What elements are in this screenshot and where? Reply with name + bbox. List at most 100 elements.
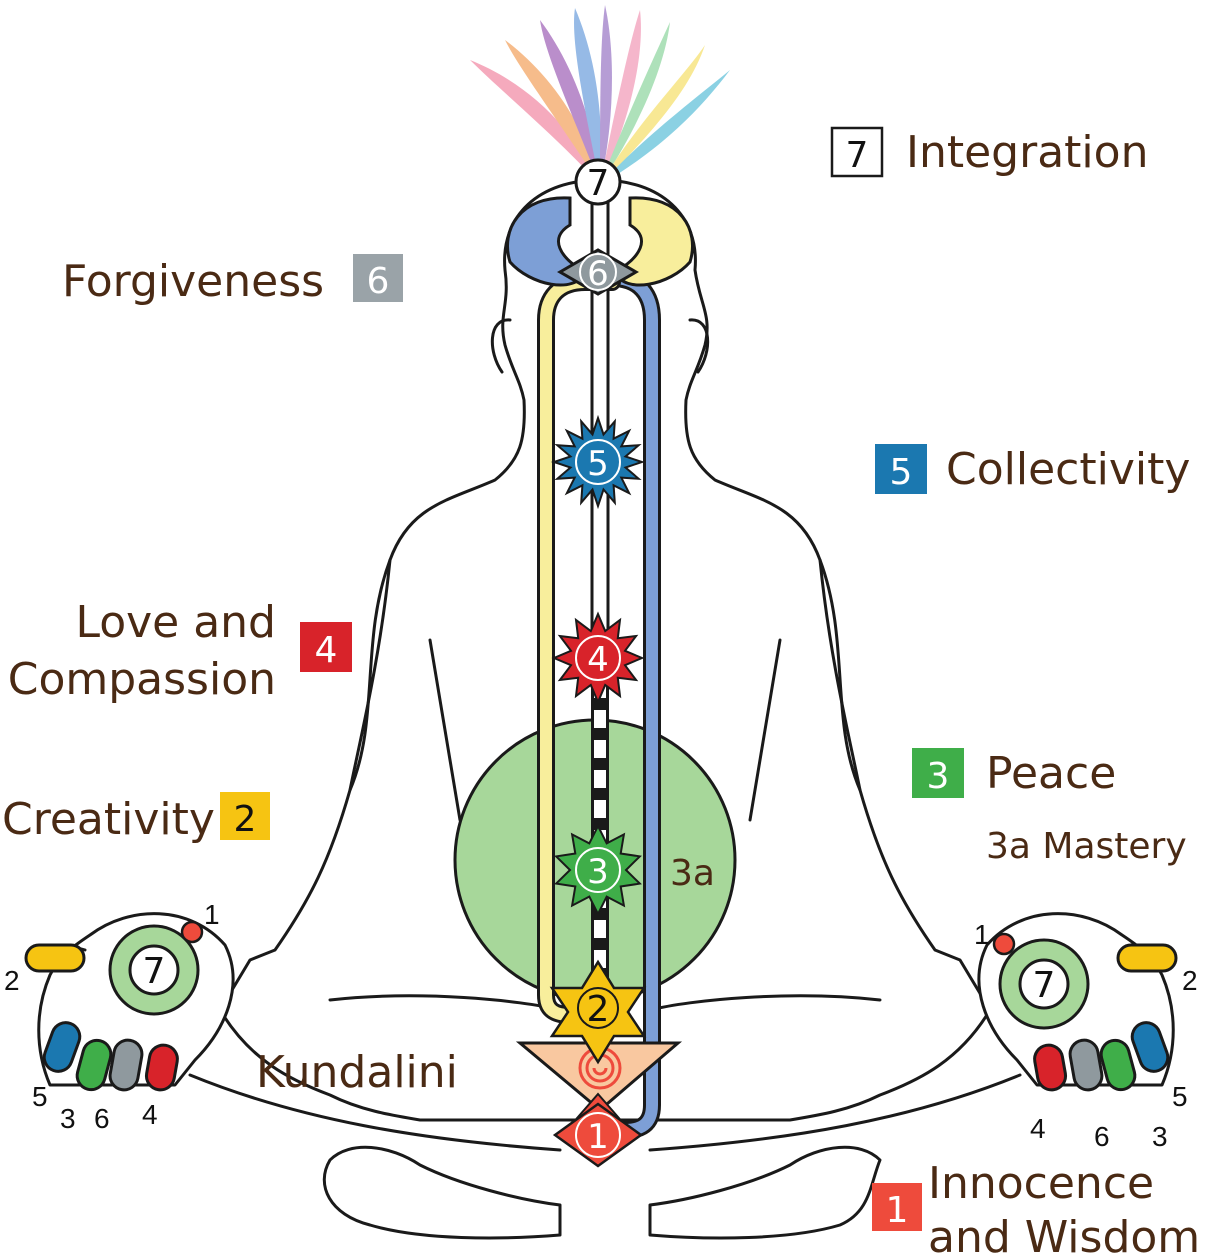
forgiveness-text: Forgiveness — [62, 256, 324, 307]
right-palm-center — [1018, 958, 1070, 1010]
right-ring-num: 3 — [1152, 1121, 1168, 1152]
left-palm-center — [128, 944, 180, 996]
love-line1: Love and — [75, 597, 276, 648]
chakra-7: 7 — [574, 158, 622, 206]
void-label: 3a — [670, 853, 715, 894]
chakra-1: 1 — [552, 1092, 644, 1168]
peace-badge — [912, 748, 964, 798]
left-shin-line — [188, 1073, 562, 1152]
label-creativity: Creativity 2 — [2, 792, 270, 845]
right-middle-num: 5 — [1172, 1081, 1188, 1112]
label-integration: 7 Integration — [830, 126, 1148, 178]
creativity-badge — [220, 792, 270, 840]
right-palm-label: 7 — [1033, 965, 1056, 1006]
right-ear — [688, 318, 710, 374]
mastery-text: 3a Mastery — [986, 826, 1187, 867]
chakra-4-circle — [575, 635, 621, 681]
right-torso-side — [748, 638, 782, 822]
chakra-1-num: 1 — [587, 1117, 609, 1157]
left-finger-gray — [108, 1038, 144, 1092]
label-innocence: 1 Innocence and Wisdom — [872, 1158, 1200, 1258]
left-thumb-num: 1 — [204, 899, 220, 930]
chakra-3-num: 3 — [587, 852, 609, 892]
chakra-5-circle — [575, 439, 621, 485]
right-index-num: 2 — [1182, 965, 1198, 996]
crown-petals — [470, 5, 730, 185]
forgiveness-num: 6 — [367, 261, 390, 302]
chakra-2: 2 — [549, 959, 647, 1065]
left-finger-red — [144, 1043, 179, 1092]
right-arm-line — [818, 558, 862, 792]
left-palm-label: 7 — [143, 951, 166, 992]
right-thumb-num: 1 — [974, 919, 990, 950]
innocence-line2: and Wisdom — [928, 1212, 1200, 1258]
chakra-4: 4 — [551, 611, 645, 705]
creativity-num: 2 — [234, 799, 257, 840]
chakra-3: 3 — [554, 823, 642, 917]
love-badge — [300, 622, 352, 672]
integration-text: Integration — [906, 127, 1148, 178]
left-thumb-dot — [180, 920, 204, 944]
innocence-line1: Innocence — [928, 1158, 1154, 1209]
chakra-4-num: 4 — [587, 640, 609, 680]
right-little1-num: 6 — [1094, 1121, 1110, 1152]
left-arm-line — [348, 558, 392, 792]
chakra-2-circle — [577, 987, 619, 1029]
left-little2-num: 4 — [142, 1099, 158, 1130]
right-finger-green — [1099, 1038, 1137, 1092]
right-finger-gray — [1068, 1038, 1104, 1092]
kundalini-spiral — [578, 1046, 622, 1090]
chakra-7-num: 7 — [587, 163, 610, 204]
kundalini-label: Kundalini — [256, 1047, 458, 1098]
label-collectivity: 5 Collectivity — [875, 444, 1190, 495]
right-thumb-dot — [992, 932, 1016, 956]
left-finger-blue — [42, 1021, 82, 1073]
forgiveness-badge — [353, 254, 403, 302]
chakra-1-circle — [575, 1112, 621, 1158]
innocence-badge — [872, 1183, 922, 1231]
left-ear — [490, 318, 512, 374]
right-finger-blue — [1130, 1021, 1170, 1073]
left-ring-num: 3 — [60, 1103, 76, 1134]
left-finger-yellow — [24, 943, 86, 973]
left-hand: 7 1 2 5 3 6 4 — [4, 899, 235, 1134]
right-finger-red — [1033, 1043, 1068, 1092]
integration-num: 7 — [846, 135, 869, 176]
collectivity-text: Collectivity — [946, 444, 1190, 495]
label-peace: 3 Peace 3a Mastery — [912, 748, 1187, 867]
left-little1-num: 6 — [94, 1103, 110, 1134]
innocence-num: 1 — [886, 1190, 909, 1231]
chakra-3-circle — [575, 847, 621, 893]
right-hand: 7 1 2 5 3 6 4 — [974, 912, 1198, 1152]
chakra-7-circle — [574, 158, 622, 206]
love-line2: Compassion — [8, 654, 276, 705]
chakra-2-num: 2 — [587, 989, 610, 1030]
chakra-6: 6 — [557, 248, 639, 296]
right-thigh-line — [648, 994, 882, 1012]
right-shin-line — [648, 1073, 1022, 1152]
right-finger-yellow — [1116, 943, 1178, 973]
collectivity-badge — [875, 444, 927, 494]
peace-num: 3 — [927, 756, 950, 797]
love-num: 4 — [315, 630, 338, 671]
chakra-5-num: 5 — [587, 444, 609, 484]
integration-badge — [830, 126, 884, 178]
right-little2-num: 4 — [1030, 1113, 1046, 1144]
left-torso-side — [428, 638, 462, 822]
chakra-5: 5 — [550, 414, 646, 510]
label-forgiveness: Forgiveness 6 — [62, 254, 403, 307]
left-index-num: 2 — [4, 965, 20, 996]
chakra-6-circle — [579, 253, 617, 291]
left-middle-num: 5 — [32, 1081, 48, 1112]
right-foot — [648, 1145, 882, 1240]
chakra-6-num: 6 — [587, 254, 609, 294]
brain-lobes — [506, 196, 694, 287]
left-foot — [322, 1145, 562, 1240]
left-brain-lobe — [506, 196, 587, 287]
label-love: Love and Compassion 4 — [8, 597, 352, 705]
creativity-text: Creativity — [2, 794, 215, 845]
left-finger-green — [75, 1038, 113, 1092]
right-brain-lobe — [613, 196, 694, 287]
